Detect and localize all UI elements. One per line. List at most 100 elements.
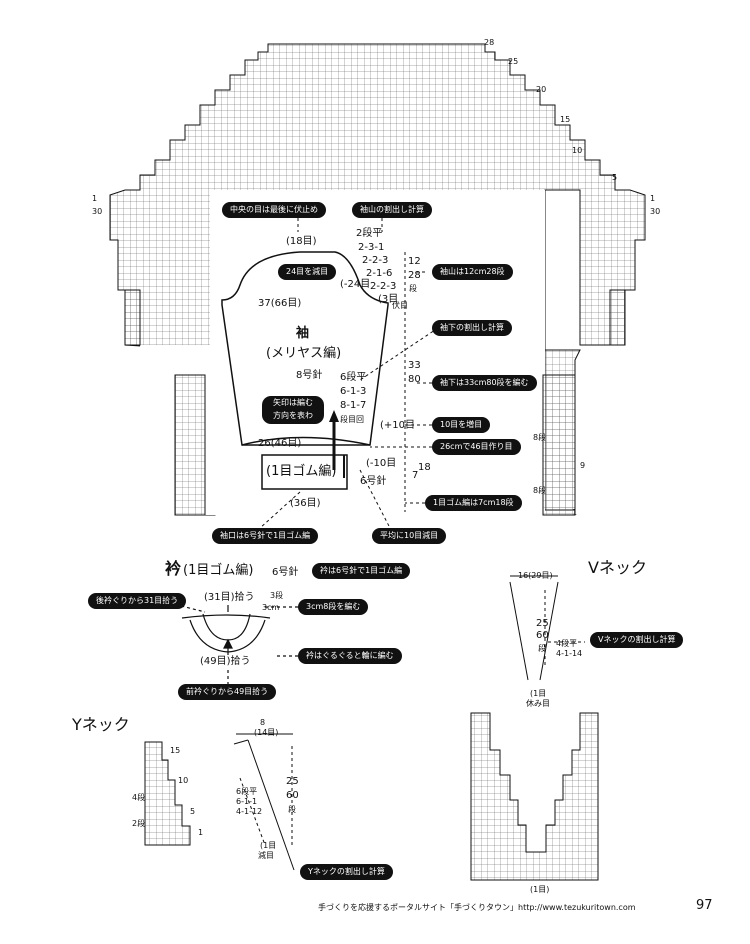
sleeve-stitch: (メリヤス編) (266, 346, 342, 361)
collar-rows-cm: 3cm (262, 603, 280, 612)
v-neck-title: Vネック (588, 558, 647, 577)
y-neck-title: Yネック (72, 715, 130, 734)
collar-needle: 6号針 (272, 567, 299, 578)
row-marker-10: 10 (572, 146, 583, 155)
collar-needle-note: 衿は6号針で1目ゴム編 (312, 563, 411, 579)
cap-height-note: 袖山は12cm28段 (432, 264, 513, 280)
y-neck-step-1: 6-1-1 (236, 797, 258, 806)
v-neck-calc-note: Vネックの割出し計算 (590, 632, 684, 648)
cap-step-0: 2段平 (356, 228, 383, 239)
rib-label: (1目ゴム編) (266, 464, 337, 479)
y-neck-marker-15: 15 (170, 746, 181, 755)
collar-round-note: 衿はぐるぐると輪に編む (298, 648, 402, 664)
y-neck-schematic (233, 733, 295, 871)
collar-rows: 3段 (270, 591, 284, 600)
decrease-24-note: 24目を減目 (278, 264, 337, 280)
row-marker-20: 20 (536, 85, 547, 94)
cuff-note: 袖口は6号針で1目ゴム編 (212, 528, 319, 544)
y-neck-step-2: 4-1-12 (236, 807, 263, 816)
center-bindoff-note: 中央の目は最後に伏止め (222, 202, 326, 218)
v-neck-bottom-note: 休み目 (526, 699, 550, 708)
cap-step-1: 2-3-1 (358, 242, 385, 253)
v-neck-chart (470, 712, 599, 881)
even-decrease-note: 平均に10目減目 (372, 528, 447, 544)
back-count: (31目)拾う (204, 592, 255, 603)
row-marker-28: 28 (484, 38, 495, 47)
arrow-direction-note: 矢印は編む方向を表わす (262, 396, 324, 433)
y-neck-height-unit: 段 (288, 805, 296, 814)
minus-24-label: (-24目 (340, 279, 371, 290)
cap-step-3: 2-1-6 (366, 268, 393, 279)
v-neck-width: 16(29目) (518, 571, 553, 580)
row-marker-1-left: 1 (92, 194, 98, 203)
underarm-note: 袖下は33cm80段を編む (432, 375, 537, 391)
rib-rows: 18 (418, 462, 431, 473)
knit-direction-arrow (329, 410, 345, 478)
y-neck-bottom-note: 減目 (258, 851, 274, 860)
leader-lines (259, 218, 439, 529)
cap-calc-note: 袖山の割出し計算 (352, 202, 432, 218)
plus10-label: (+10目 (380, 420, 416, 431)
increase10-note: 10目を増目 (432, 417, 491, 433)
y-neck-marker-5: 5 (190, 807, 196, 816)
v-neck-bottom-count: (1目 (530, 689, 547, 698)
y-neck-chart (144, 741, 191, 846)
collar-stitch: (1目ゴム編) (183, 563, 254, 578)
collar-rows-note: 3cm8段を編む (298, 599, 369, 615)
underarm-step-2: 8-1-7 (340, 400, 367, 411)
cast-on-note: 26cmで46目作り目 (432, 439, 521, 455)
front-count: (49目)拾う (200, 656, 251, 667)
cuff-count: (36目) (290, 498, 321, 509)
sleeve-bottom-width: 26(46目) (258, 438, 302, 449)
y-neck-height-cm: 25 (286, 776, 299, 787)
row-marker-5: 5 (612, 173, 618, 182)
y-neck-width-sts: (14目) (254, 728, 279, 737)
v-neck-schematic (509, 575, 585, 681)
y-neck-step-0: 6段平 (236, 787, 258, 796)
cap-height-unit: 段 (409, 284, 417, 293)
cap-height-rows: 28 (408, 270, 421, 281)
sleeve-needle: 8号針 (296, 370, 323, 381)
y-neck-marker-10: 10 (178, 776, 189, 785)
row-marker-15: 15 (560, 115, 571, 124)
v-neck-step-0: 4段平 (556, 639, 578, 648)
back-pick-note: 後衿ぐりから31目拾う (88, 593, 187, 609)
underarm-calc-note: 袖下の割出し計算 (432, 320, 512, 336)
sleeve-title: 袖 (296, 326, 310, 341)
y-neck-marker-1: 1 (198, 828, 204, 837)
underarm-step-0: 6段平 (340, 372, 367, 383)
rib-needle: 6号針 (360, 476, 387, 487)
front-pick-note: 前衿ぐりから49目拾う (178, 684, 277, 700)
body-knitting-chart (109, 43, 646, 516)
underarm-height-rows: 80 (408, 374, 421, 385)
v-neck-step-1: 4-1-14 (556, 649, 583, 658)
sleeve-outline (221, 251, 389, 490)
y-neck-bottom-count: (1目 (260, 841, 277, 850)
cap-height-cm: 12 (408, 256, 421, 267)
cap-step-2: 2-2-3 (362, 255, 389, 266)
page-number: 97 (696, 898, 713, 913)
v-neck-chart-bottom: (1目) (530, 885, 550, 894)
side-rows-b: 8段 (533, 486, 547, 495)
y-neck-rows-b: 2段 (132, 819, 146, 828)
rib-height: 7 (412, 470, 419, 481)
cap-step-4: 2-2-3 (370, 281, 397, 292)
y-neck-calc-note: Yネックの割出し計算 (300, 864, 393, 880)
v-neck-height-unit: 段 (538, 644, 546, 653)
minus10-label: (-10目 (366, 458, 397, 469)
row-marker-25: 25 (508, 57, 519, 66)
v-neck-height-rows: 60 (536, 630, 549, 641)
cap-step-5: (3目 (378, 294, 399, 305)
rib-note: 1目ゴム編は7cm18段 (425, 495, 522, 511)
underarm-height-cm: 33 (408, 360, 421, 371)
underarm-step-3: 段目回 (340, 415, 364, 424)
v-neck-height-cm: 25 (536, 618, 549, 629)
side-rows-a: 8段 (533, 433, 547, 442)
y-neck-rows-a: 4段 (132, 793, 146, 802)
footer-portal-text: 手づくりを応援するポータルサイト「手づくりタウン」http://www.tezu… (318, 903, 636, 912)
row-marker-1-bottom: 1 (572, 508, 578, 517)
collar-title: 衿 (165, 559, 182, 578)
underarm-step-1: 6-1-3 (340, 386, 367, 397)
row-marker-9: 9 (580, 461, 586, 470)
